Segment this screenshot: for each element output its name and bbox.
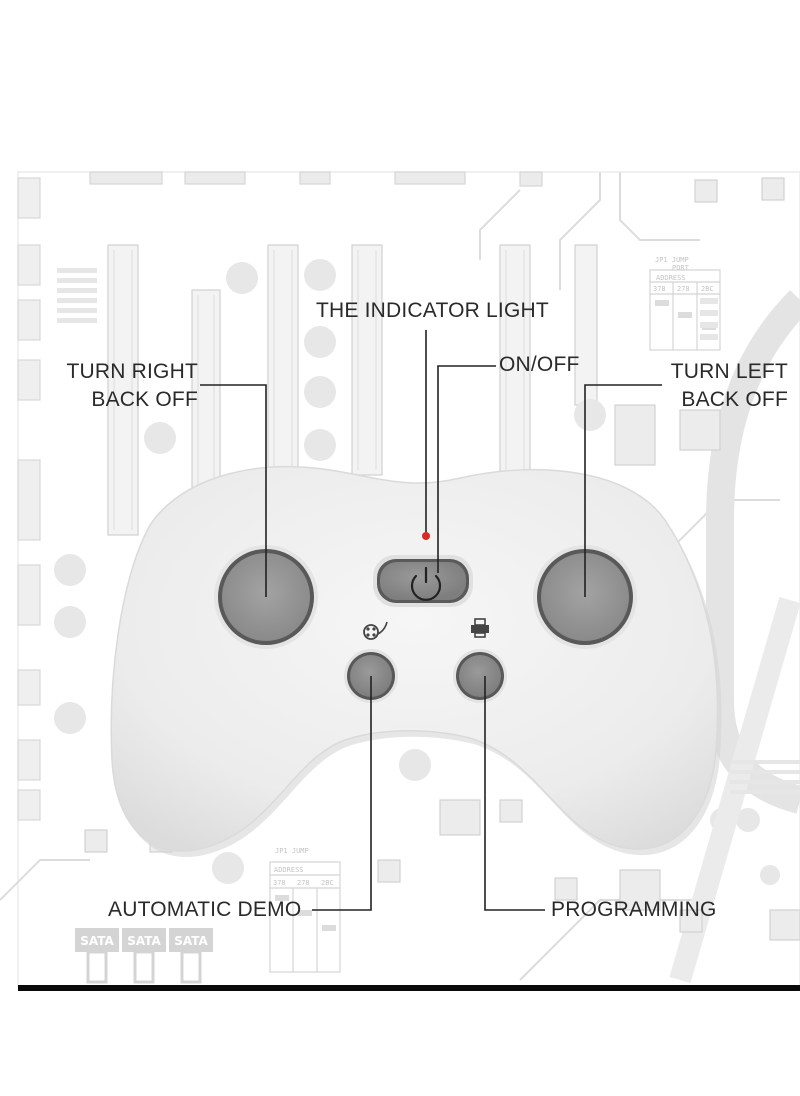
sata-connectors bbox=[75, 928, 213, 984]
callout-programming bbox=[484, 676, 545, 911]
jumper-value-3: 2BC bbox=[701, 285, 714, 293]
jumper-title-top: JP1 JUMP bbox=[655, 256, 689, 264]
label-programming: PROGRAMMING bbox=[551, 898, 717, 921]
sata-label-1: SATA bbox=[80, 934, 114, 948]
power-button[interactable] bbox=[373, 555, 473, 607]
callout-automatic-demo bbox=[312, 676, 372, 911]
label-turn-right: TURN RIGHT BACK OFF bbox=[62, 358, 198, 414]
label-turn-right-line1: TURN RIGHT bbox=[66, 360, 198, 383]
label-turn-right-line2: BACK OFF bbox=[91, 388, 198, 411]
demo-reel-icon bbox=[363, 621, 388, 640]
label-turn-left-line1: TURN LEFT bbox=[670, 360, 788, 383]
callout-turn-left bbox=[584, 384, 662, 597]
jumper-address-bottom: ADDRESS bbox=[274, 866, 304, 874]
callout-on-off bbox=[437, 365, 496, 573]
jumper-value-b2: 278 bbox=[297, 879, 310, 887]
jumper-value-1: 378 bbox=[653, 285, 666, 293]
label-turn-left-line2: BACK OFF bbox=[681, 388, 788, 411]
label-automatic-demo: AUTOMATIC DEMO bbox=[108, 898, 302, 921]
sata-label-3: SATA bbox=[174, 934, 208, 948]
programming-button[interactable] bbox=[453, 649, 507, 703]
jumper-port-top: PORT bbox=[672, 264, 690, 272]
sata-label-2: SATA bbox=[127, 934, 161, 948]
indicator-light bbox=[422, 532, 430, 540]
controller-body bbox=[110, 466, 719, 852]
jumper-value-2: 278 bbox=[677, 285, 690, 293]
label-turn-left: TURN LEFT BACK OFF bbox=[664, 358, 788, 414]
bottom-divider-bar bbox=[18, 985, 800, 991]
controller bbox=[110, 466, 722, 858]
power-icon bbox=[410, 566, 442, 601]
circuit-board-background bbox=[0, 171, 800, 988]
callout-turn-right bbox=[200, 384, 267, 597]
label-indicator-light: THE INDICATOR LIGHT bbox=[316, 299, 549, 322]
callout-lines bbox=[200, 330, 662, 911]
jumper-value-b3: 2BC bbox=[321, 879, 334, 887]
label-on-off: ON/OFF bbox=[499, 353, 580, 376]
programming-printer-icon bbox=[471, 618, 489, 638]
jumper-address-top: ADDRESS bbox=[656, 274, 686, 282]
jumper-value-b1: 378 bbox=[273, 879, 286, 887]
jumper-title-bottom: JP1 JUMP bbox=[275, 847, 309, 855]
